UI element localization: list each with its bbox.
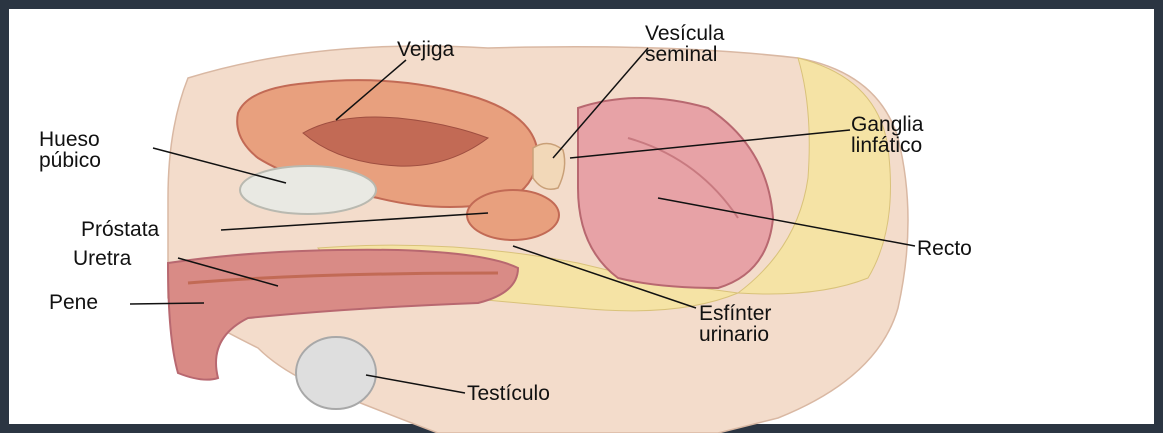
label-prostate: Próstata [81,219,159,240]
testicle [296,337,376,409]
anatomy-illustration [18,18,1163,433]
label-seminal-vesicle: Vesícula seminal [645,23,845,65]
label-seminal-vesicle-line1: Vesícula [645,23,845,44]
label-pubic-bone-line2: púbico [39,150,239,171]
label-sphincter: Esfínter urinario [699,303,899,345]
label-pubic-bone-line1: Hueso [39,129,239,150]
label-lymph-nodes-line1: Ganglia [851,114,1051,135]
label-testicle: Testículo [467,383,550,404]
label-bladder: Vejiga [397,39,454,60]
label-pubic-bone: Hueso púbico [39,129,239,171]
leader-penis [130,303,204,304]
label-sphincter-line2: urinario [699,324,899,345]
label-penis: Pene [49,292,98,313]
pubic-bone [240,166,376,214]
label-rectum: Recto [917,238,972,259]
label-lymph-nodes-line2: linfático [851,135,1051,156]
label-urethra: Uretra [73,248,131,269]
label-lymph-nodes: Ganglia linfático [851,114,1051,156]
prostate [467,190,559,240]
label-seminal-vesicle-line2: seminal [645,44,845,65]
label-sphincter-line1: Esfínter [699,303,899,324]
